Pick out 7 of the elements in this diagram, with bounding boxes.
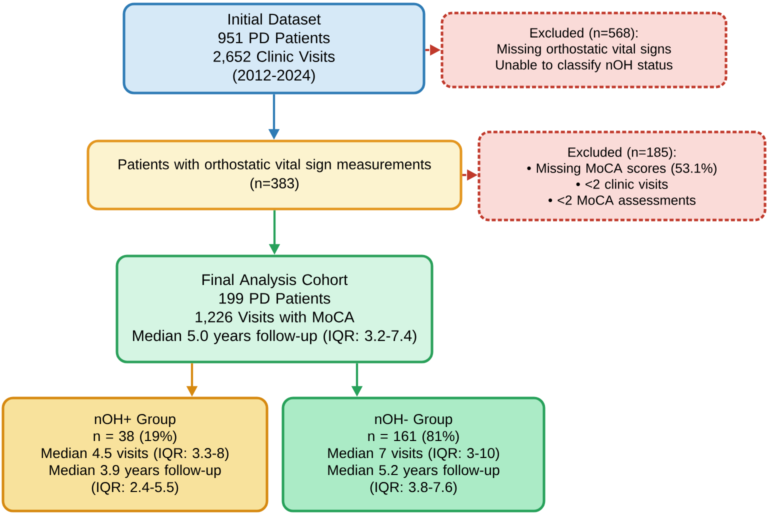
process-box: Final Analysis Cohort 199 PD Patients 1,226 Visits with MoCA Median 5.0 years follow-up (IQR: 3.2-7.4) [116,254,434,364]
group-box: nOH+ Group n = 38 (19%) Median 4.5 visits (IQR: 3.3-8) Median 3.9 years follow-up (IQR: 2.4-5.5) [2,396,268,512]
process-box: Patients with orthostatic vital sign measurements (n=383) [86,140,462,210]
process-box: Initial Dataset 951 PD Patients 2,652 Clinic Visits (2012-2024) [122,2,426,94]
exclusion-box: Excluded (n=185): • Missing MoCA scores (53.1%) • <2 clinic visits • <2 MoCA assessments [478,130,766,222]
exclusion-box: Excluded (n=568): Missing orthostatic vital signs Unable to classify nOH status [440,12,728,88]
group-box: nOH- Group n = 161 (81%) Median 7 visits (IQR: 3-10) Median 5.2 years follow-up (IQR: 3.8-7.6) [282,396,546,512]
